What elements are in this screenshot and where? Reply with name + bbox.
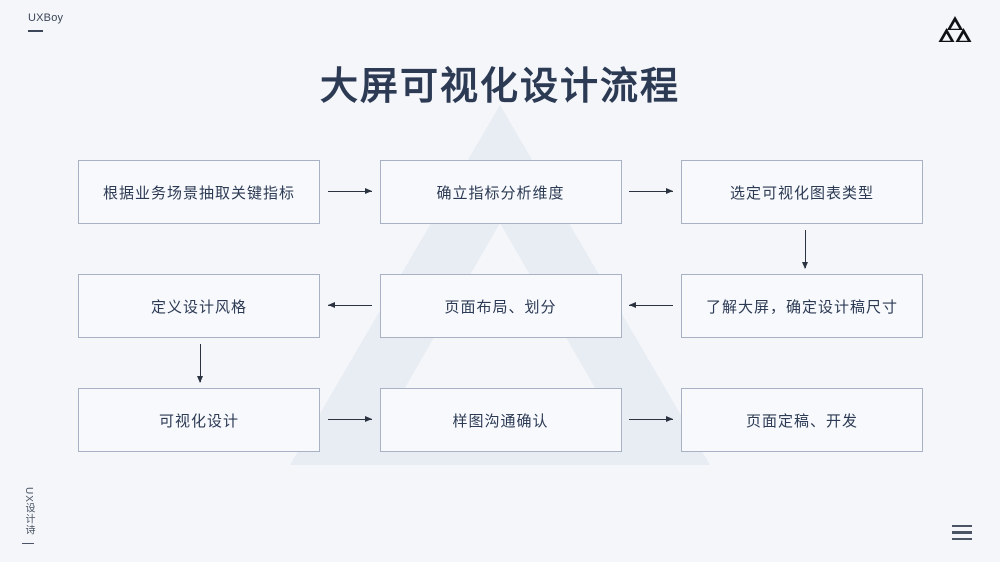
- vertical-brand-label: UX设计诗: [23, 486, 34, 536]
- flow-row-3: 可视化设计 样图沟通确认 页面定稿、开发: [78, 388, 923, 452]
- flowchart: 根据业务场景抽取关键指标 确立指标分析维度 选定可视化图表类型 定义设计风格 页…: [78, 160, 923, 452]
- vertical-brand-underline: [22, 542, 34, 544]
- arrow-down-icon: [196, 344, 206, 383]
- arrow-left-icon: [629, 301, 674, 311]
- connector: [622, 187, 682, 197]
- arrow-left-icon: [327, 301, 372, 311]
- arrow-right-icon: [629, 187, 674, 197]
- arrow-right-icon: [327, 415, 372, 425]
- connector: [622, 415, 682, 425]
- arrow-right-icon: [327, 187, 372, 197]
- flow-node[interactable]: 了解大屏，确定设计稿尺寸: [681, 274, 923, 338]
- arrow-down-icon: [801, 230, 811, 269]
- flow-node[interactable]: 可视化设计: [78, 388, 320, 452]
- connector: [320, 415, 380, 425]
- flow-node[interactable]: 选定可视化图表类型: [681, 160, 923, 224]
- flow-node[interactable]: 页面布局、划分: [379, 274, 622, 338]
- flow-node[interactable]: 定义设计风格: [78, 274, 320, 338]
- vertical-brand: UX设计诗: [22, 487, 34, 544]
- flow-row-2: 定义设计风格 页面布局、划分 了解大屏，确定设计稿尺寸: [78, 274, 923, 338]
- connector: [320, 301, 380, 311]
- flow-row-1: 根据业务场景抽取关键指标 确立指标分析维度 选定可视化图表类型: [78, 160, 923, 224]
- page-title: 大屏可视化设计流程: [319, 66, 680, 108]
- flow-node[interactable]: 页面定稿、开发: [681, 388, 923, 452]
- brand-name: UXBoy: [28, 12, 64, 24]
- flow-node[interactable]: 样图沟通确认: [379, 388, 622, 452]
- connector: [622, 301, 682, 311]
- flow-node[interactable]: 根据业务场景抽取关键指标: [78, 160, 320, 224]
- connector: [320, 187, 380, 197]
- brand-underline: [28, 30, 43, 33]
- arrow-right-icon: [629, 415, 674, 425]
- hamburger-menu-icon[interactable]: [952, 524, 972, 540]
- flow-node[interactable]: 确立指标分析维度: [379, 160, 622, 224]
- row-gap-2: [78, 338, 923, 388]
- triangle-trio-logo-icon: [938, 14, 972, 44]
- brand-logo: UXBoy: [28, 12, 64, 33]
- row-gap-1: [78, 224, 923, 274]
